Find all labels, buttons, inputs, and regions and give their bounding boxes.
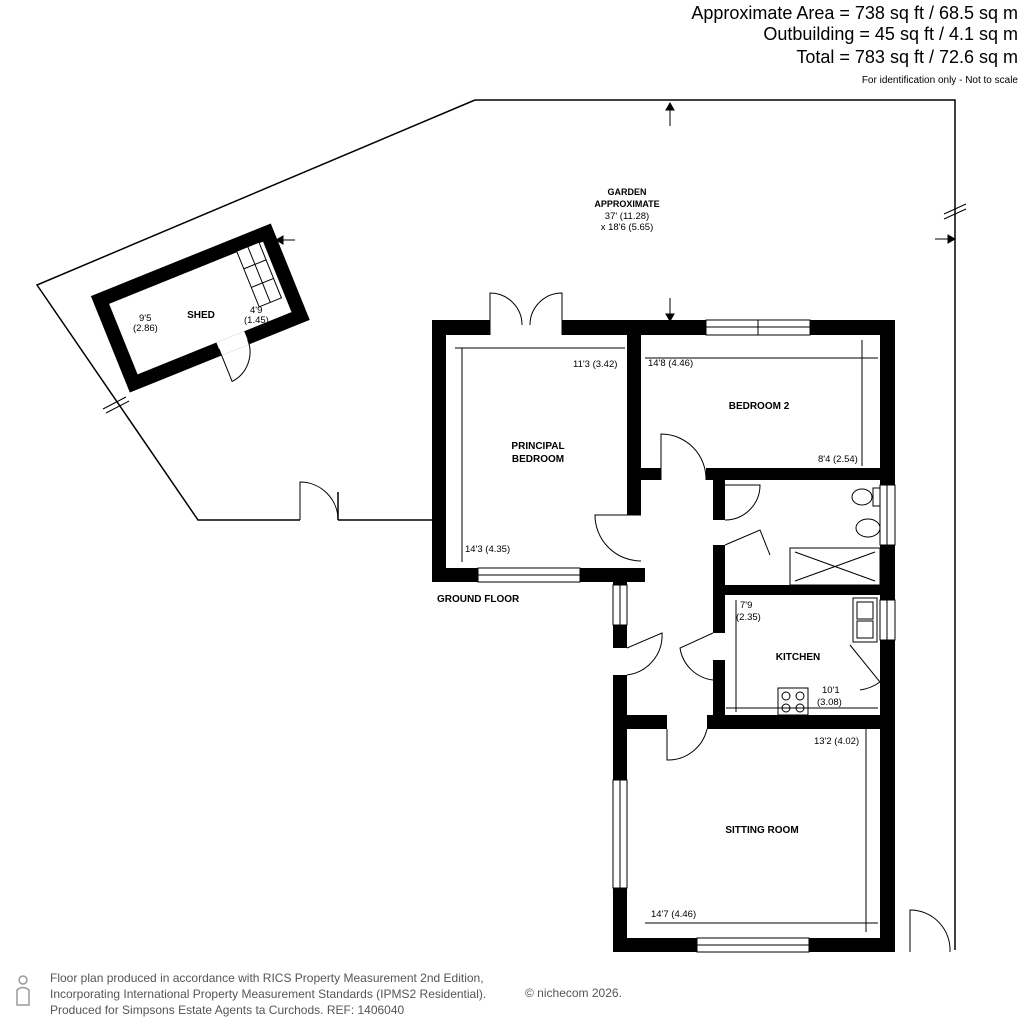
kitchen-depth-imperial: 7'9 (740, 600, 752, 611)
brand-credit: © nichecom 2026. (525, 986, 622, 1000)
bathroom-fittings (789, 487, 881, 586)
footer: Floor plan produced in accordance with R… (50, 970, 486, 1018)
shed-walls (90, 223, 310, 393)
approximate-area: Approximate Area = 738 sq ft / 68.5 sq m (691, 3, 1018, 23)
basin-icon (855, 518, 881, 538)
garden-boundary (475, 99, 956, 950)
shed-width-metric: (2.86) (133, 323, 158, 334)
break-mark-left (102, 396, 130, 414)
garden-dim-1: 37' (11.28) (605, 211, 649, 222)
garden-label-2: APPROXIMATE (594, 199, 659, 209)
footer-line-3: Produced for Simpsons Estate Agents ta C… (50, 1003, 405, 1017)
kitchen-label: KITCHEN (776, 652, 820, 663)
person-logo-icon (16, 975, 30, 1006)
hob-icon (777, 687, 809, 716)
sitting-room-length: 13'2 (4.02) (814, 736, 859, 747)
sitting-room-label: SITTING ROOM (725, 825, 798, 836)
sitting-room-width: 14'7 (4.46) (651, 909, 696, 920)
total-area: Total = 783 sq ft / 72.6 sq m (796, 47, 1018, 67)
windows (477, 319, 896, 953)
interior-doors (594, 433, 951, 953)
house-walls (432, 320, 895, 952)
toilet-icon (851, 488, 873, 506)
principal-bedroom-width: 11'3 (3.42) (573, 359, 617, 370)
kitchen-width-imperial: 10'1 (822, 685, 840, 696)
garden-arrow-right (935, 234, 957, 244)
shed (90, 223, 310, 393)
principal-bedroom-label-2: BEDROOM (512, 454, 564, 465)
shed-depth-imperial: 4'9 (250, 305, 262, 316)
bath-icon (789, 547, 881, 586)
shed-label: SHED (187, 310, 215, 321)
floor-label: GROUND FLOOR (437, 594, 520, 605)
garden-label-1: GARDEN (607, 187, 646, 197)
kitchen-depth-metric: (2.35) (736, 612, 761, 623)
footer-line-1: Floor plan produced in accordance with R… (50, 971, 484, 985)
shed-door (218, 339, 251, 383)
bedroom2-length: 8'4 (2.54) (818, 454, 858, 465)
french-doors (489, 292, 563, 335)
shed-arrow (274, 235, 295, 245)
shed-depth-metric: (1.45) (244, 315, 269, 326)
principal-bedroom-label-1: PRINCIPAL (511, 441, 564, 452)
bedroom2-width: 14'8 (4.46) (648, 358, 693, 369)
scale-disclaimer: For identification only - Not to scale (861, 75, 1018, 86)
break-mark-right (943, 203, 967, 220)
kitchen-width-metric: (3.08) (817, 697, 842, 708)
sink-icon (852, 597, 878, 643)
principal-bedroom-length: 14'3 (4.35) (465, 544, 510, 555)
outbuilding-area: Outbuilding = 45 sq ft / 4.1 sq m (763, 24, 1018, 44)
garden-boundary-left (35, 99, 476, 521)
garden-arrow-top (665, 101, 675, 126)
bedroom2-label: BEDROOM 2 (729, 401, 790, 412)
shed-width-imperial: 9'5 (139, 313, 151, 324)
dimension-lines (455, 340, 878, 932)
garden-gate (299, 481, 339, 521)
garden-dim-2: x 18'6 (5.65) (601, 222, 654, 233)
garden-arrow-bottom (665, 298, 675, 323)
kitchen-fittings (777, 597, 878, 716)
footer-line-2: Incorporating International Property Mea… (50, 987, 487, 1001)
